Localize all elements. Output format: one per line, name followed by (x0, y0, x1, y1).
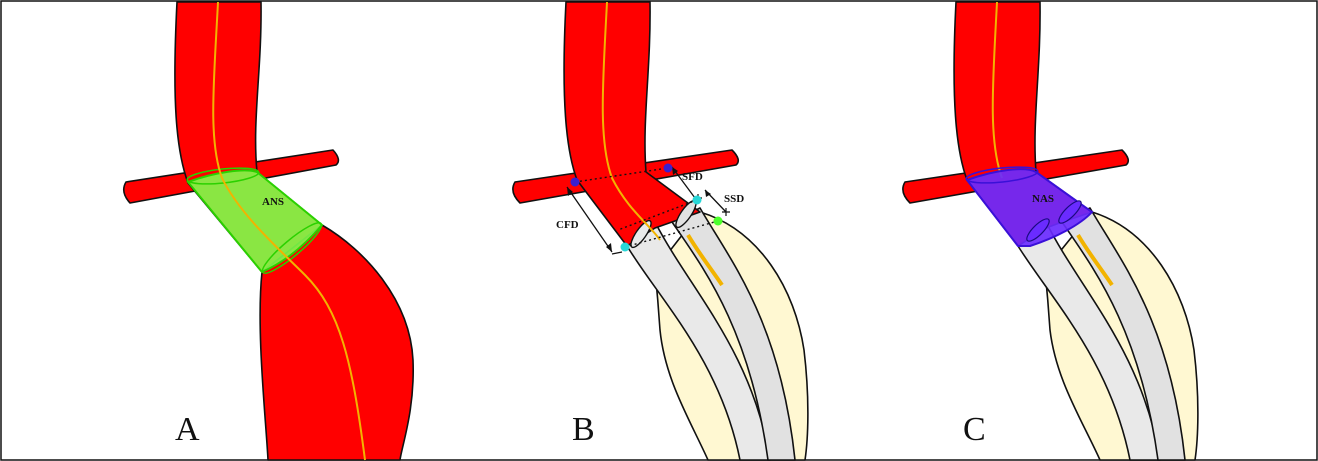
panel-letter-a: A (175, 411, 200, 448)
panel-letter-c: C (963, 411, 986, 448)
ssd-label: SSD (724, 193, 744, 205)
point-sfd-upper (664, 164, 673, 173)
point-ssd-lower (714, 217, 723, 226)
point-cfd-upper (571, 178, 580, 187)
cfd-label: CFD (556, 219, 579, 231)
point-graft-top (693, 196, 702, 205)
point-cfd-lower (621, 243, 630, 252)
nas-label: NAS (1032, 193, 1054, 205)
sfd-label: SFD (682, 171, 703, 183)
ans-label: ANS (262, 196, 284, 208)
panel-letter-b: B (572, 411, 595, 448)
